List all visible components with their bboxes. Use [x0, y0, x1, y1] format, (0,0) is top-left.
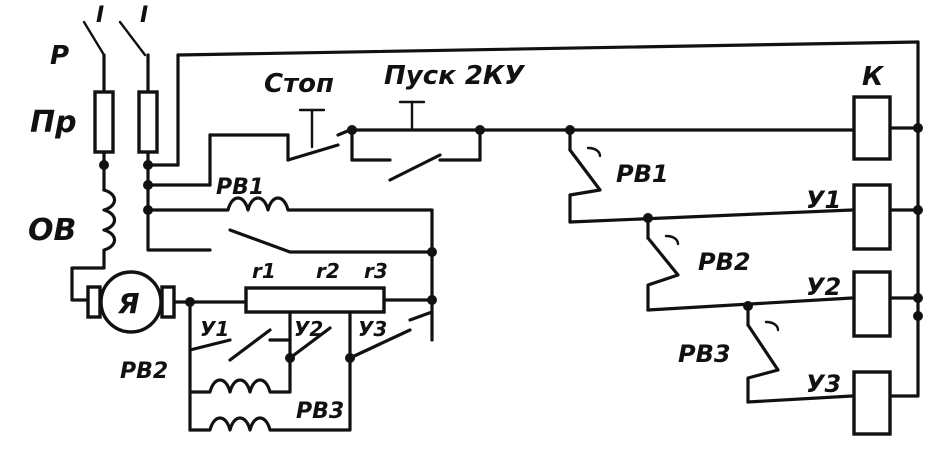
control-line	[146, 100, 864, 187]
fuse-left	[93, 90, 115, 154]
label-r1: r1	[252, 259, 276, 283]
label-field: ОВ	[28, 213, 76, 248]
rv2-coil	[188, 368, 292, 394]
label-k: К	[862, 62, 885, 92]
label-y1-coil: У1	[806, 186, 841, 214]
label-stop: Стоп	[264, 69, 334, 99]
supply-wires	[82, 20, 150, 97]
label-r2: r2	[316, 259, 340, 283]
label-rv1-coil: РВ1	[216, 175, 264, 200]
coil-y3	[852, 370, 892, 436]
coil-y2	[852, 270, 892, 338]
label-y2-contact: У2	[294, 317, 323, 341]
label-y3-coil: У3	[806, 370, 841, 398]
label-rv3-coil: РВ3	[296, 399, 344, 424]
label-start: Пуск 2КУ	[384, 61, 526, 91]
label-supply-2: I	[140, 3, 148, 28]
rv1-contact-motor	[146, 210, 434, 254]
label-rv2-contact: РВ2	[698, 248, 751, 276]
start-resistor	[172, 248, 434, 342]
label-supply-1: I	[96, 3, 104, 28]
label-armature: Я	[117, 287, 140, 320]
fuse-right	[137, 90, 159, 154]
armature-motor	[86, 270, 176, 334]
rv1-coil	[146, 196, 434, 252]
label-p: Р	[50, 41, 69, 71]
label-rv1-contact: РВ1	[616, 160, 669, 188]
rv3-coil	[188, 356, 352, 432]
label-rv3-contact: РВ3	[678, 340, 731, 368]
junction-dots	[99, 123, 923, 363]
label-y1-contact: У1	[200, 317, 229, 341]
field-winding	[70, 188, 117, 302]
label-y3-contact: У3	[358, 317, 387, 341]
coil-y1	[852, 183, 892, 251]
label-rv2-coil: РВ2	[120, 359, 168, 384]
label-r3: r3	[364, 259, 388, 283]
accelerating-contacts	[188, 300, 434, 432]
coil-k	[852, 95, 892, 161]
label-fuse: Пр	[30, 105, 77, 140]
label-y2-coil: У2	[806, 273, 841, 301]
